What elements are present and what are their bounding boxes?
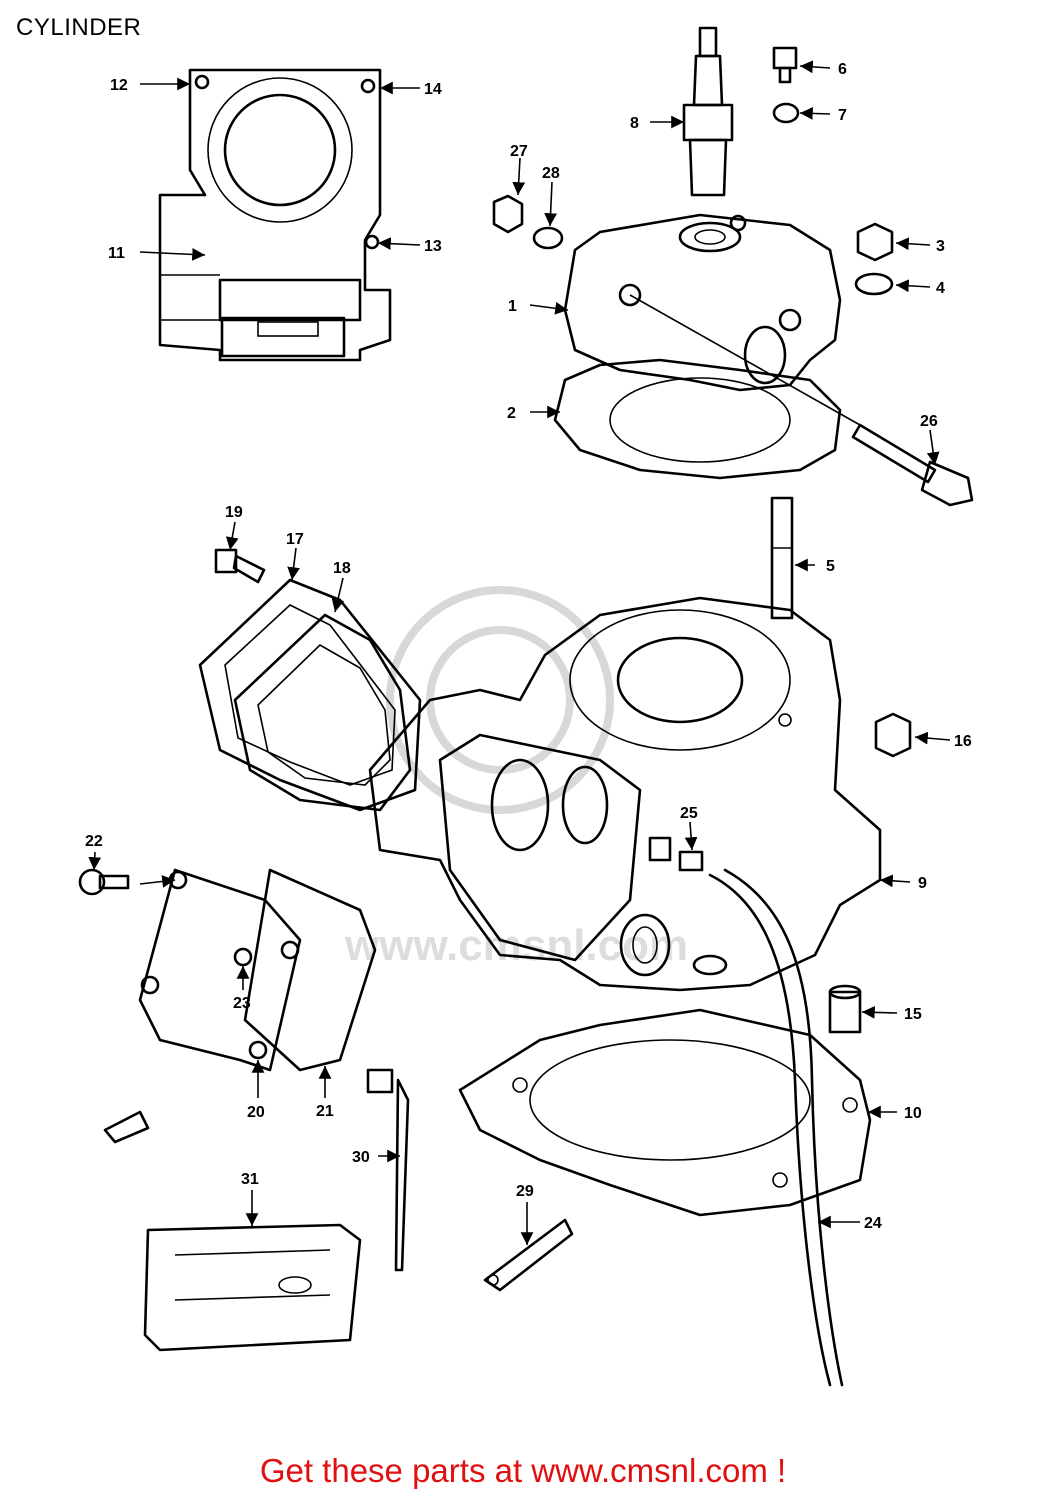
callout-13: 13 (424, 238, 442, 255)
callout-8: 8 (630, 115, 639, 132)
leader-lines (88, 60, 951, 1245)
part-27-nut (492, 194, 524, 234)
part-22-screw (78, 868, 130, 896)
callout-10: 10 (904, 1105, 922, 1122)
callout-27: 27 (510, 143, 528, 160)
callout-15: 15 (904, 1006, 922, 1023)
part-26-bolt (851, 423, 974, 507)
part-3-nut (856, 222, 894, 262)
part-7-washer (772, 102, 800, 124)
callout-3: 3 (936, 238, 945, 255)
callout-21: 21 (316, 1103, 334, 1120)
callout-29: 29 (516, 1183, 534, 1200)
callout-26: 26 (920, 413, 938, 430)
callout-labels: 12 14 11 13 6 7 8 27 28 3 4 1 2 26 5 16 … (85, 61, 972, 1232)
part-10-base-gasket (458, 1008, 872, 1217)
callout-17: 17 (286, 531, 304, 548)
part-4-washer (854, 272, 894, 296)
exploded-parts-diagram: www.cmsnl.com (78, 26, 974, 1387)
part-8-spark-plug (682, 26, 734, 197)
callout-28: 28 (542, 165, 560, 182)
part-30-clamp (366, 1068, 410, 1272)
callout-4: 4 (936, 280, 945, 297)
callout-14: 14 (424, 81, 442, 98)
part-6-bolt (772, 46, 798, 84)
callout-5: 5 (826, 558, 835, 575)
callout-19: 19 (225, 504, 243, 521)
watermark-logo: www.cmsnl.com (344, 586, 688, 970)
part-25-fitting (648, 836, 704, 872)
part-24-hose (708, 868, 844, 1387)
callout-25: 25 (680, 805, 698, 822)
callout-16: 16 (954, 733, 972, 750)
part-11-cylinder-view (158, 68, 392, 362)
part-19-screw (214, 548, 266, 584)
callout-9: 9 (918, 875, 927, 892)
part-29-bracket (483, 1218, 574, 1292)
callout-6: 6 (838, 61, 847, 78)
callout-22: 22 (85, 833, 103, 850)
part-5-stud (770, 496, 794, 620)
callout-30: 30 (352, 1149, 370, 1166)
page-title: CYLINDER (16, 14, 142, 41)
callout-31: 31 (241, 1171, 259, 1188)
part-17-gasket (198, 578, 422, 812)
part-23-washer (233, 947, 253, 967)
callout-20: 20 (247, 1104, 265, 1121)
part-18-reed-valve (233, 613, 412, 812)
callout-23: 23 (233, 995, 251, 1012)
part-16-nut (874, 712, 912, 758)
part-20-cover (138, 868, 302, 1072)
callout-18: 18 (333, 560, 351, 577)
part-2-head-gasket (553, 358, 842, 480)
callout-7: 7 (838, 107, 847, 124)
part-28-washer (532, 226, 564, 250)
part-31-label (143, 1223, 362, 1352)
callout-24: 24 (864, 1215, 882, 1232)
part-1-cylinder-head (563, 213, 861, 426)
callout-12: 12 (110, 77, 128, 94)
callout-1: 1 (508, 298, 517, 315)
part-9-cylinder (368, 596, 882, 992)
front-arrow-icon (103, 1110, 150, 1144)
part-21-gasket (243, 868, 377, 1072)
callout-11: 11 (108, 245, 125, 262)
callout-2: 2 (507, 405, 516, 422)
part-15-dowel (828, 984, 862, 1034)
footer-link-text[interactable]: Get these parts at www.cmsnl.com ! (259, 1452, 787, 1489)
